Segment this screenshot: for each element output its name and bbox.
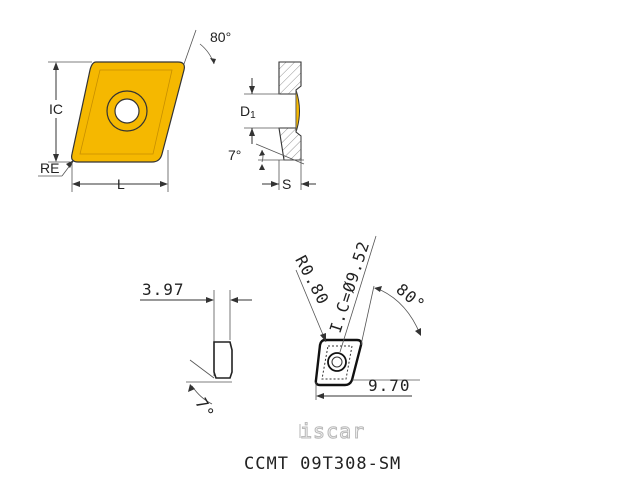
angle-value: 80°: [392, 280, 429, 315]
ic-leader: [339, 235, 377, 353]
ic-label-bg: [48, 100, 66, 118]
angle-arc: [199, 43, 215, 65]
bottom-side-profile: 3.97 7°: [140, 280, 252, 422]
relief-arrow-top: [259, 150, 265, 156]
d1-arrow-top: [249, 86, 255, 94]
d1-arrow-bottom: [249, 128, 255, 136]
part-code: CCMT 09T308-SM: [244, 454, 401, 474]
thickness-value: 3.97: [142, 280, 185, 299]
ic-label: IC: [49, 101, 63, 117]
relief-arrow-bottom: [259, 164, 265, 170]
insert-top-view: 80° IC RE L: [38, 29, 231, 192]
length-value: 9.70: [368, 376, 411, 395]
angle-arc-bottom: [375, 287, 421, 335]
l-arrow-left: [72, 181, 80, 187]
radius-arrowhead: [320, 333, 326, 342]
s-arrow-right: [301, 181, 309, 187]
re-arrowhead: [66, 160, 74, 168]
d1-label: D1: [240, 103, 256, 121]
re-label: RE: [40, 160, 59, 176]
relief-line-bottom: [189, 359, 215, 379]
s-label: S: [282, 176, 291, 192]
insert-side-view: D1 7° S: [228, 61, 316, 192]
insert-chipbreaker: [321, 345, 353, 380]
iscar-logo: iscar: [300, 419, 365, 443]
angle-arrowhead-top: [374, 286, 382, 292]
thickness-arrow-right: [230, 297, 238, 303]
relief-arrowhead-bottom: [188, 384, 195, 392]
ic-arrow-top: [53, 62, 59, 70]
angle-extension-line: [183, 29, 197, 65]
angle-label: 80°: [210, 29, 231, 45]
relief-angle-label: 7°: [228, 147, 241, 163]
angle-arrowhead: [210, 58, 216, 64]
side-profile-body: [213, 341, 233, 379]
insert-outline-hole-inner: [331, 356, 343, 368]
radius-leader: [295, 269, 327, 343]
side-hole: [279, 93, 297, 129]
corner-radius-value: R0.80: [291, 252, 333, 308]
length-arrow-left: [316, 393, 324, 399]
insert-inner-edge: [79, 69, 173, 155]
angle-arrowhead-bottom: [415, 328, 421, 336]
side-section-upper: [278, 61, 302, 95]
side-countersink: [295, 89, 300, 133]
bottom-insert-outline: R0.80 I.C=Ø9.52 80° 9.70: [291, 235, 429, 400]
l-arrow-right: [160, 181, 168, 187]
insert-hole-inner: [114, 98, 140, 124]
l-label: L: [117, 176, 125, 192]
ic-arrow-bottom: [53, 154, 59, 162]
relief-angle-value: 7°: [191, 395, 218, 423]
angle-extension-bottom: [360, 285, 375, 346]
thickness-arrow-left: [206, 297, 214, 303]
s-arrow-left: [271, 181, 279, 187]
relief-angle-line: [255, 143, 305, 165]
